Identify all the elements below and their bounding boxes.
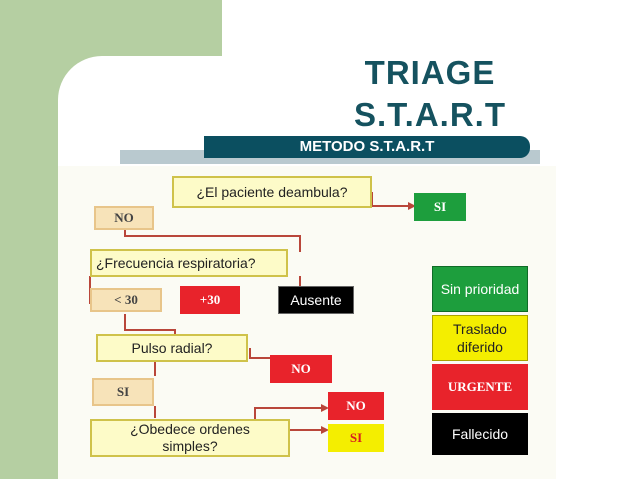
- question-resp-rate: ¿Frecuencia respiratoria?: [90, 249, 288, 277]
- legend-green: Sin prioridad: [432, 266, 528, 312]
- lt30-tag: < 30: [90, 288, 162, 312]
- si-pulse-tag: SI: [92, 378, 154, 406]
- no-pulse-tag: NO: [270, 355, 332, 383]
- absent-tag: Ausente: [278, 286, 354, 314]
- connector: [254, 407, 325, 424]
- legend-black: Fallecido: [432, 413, 528, 455]
- slide-title-line1: TRIAGE: [364, 54, 496, 91]
- method-label: METODO S.T.A.R.T: [299, 138, 435, 155]
- question-radial-pulse: Pulso radial?: [96, 334, 248, 362]
- connector: [371, 192, 412, 207]
- arrow-head: [321, 426, 329, 434]
- no-commands-tag: NO: [328, 392, 384, 420]
- legend-red: URGENTE: [432, 364, 528, 410]
- plus30-tag: +30: [180, 286, 240, 314]
- title-band: [204, 136, 530, 158]
- arrow-head: [321, 404, 329, 412]
- si-commands-tag: SI: [328, 424, 384, 452]
- question-obeys-commands: ¿Obedece ordenes simples?: [90, 419, 290, 457]
- si-ambulate-tag: SI: [414, 193, 466, 221]
- no-ambulate-tag: NO: [94, 206, 154, 230]
- legend-yellow: Traslado diferido: [432, 315, 528, 361]
- arrow-head: [408, 202, 416, 210]
- question-ambulate: ¿El paciente deambula?: [172, 176, 372, 208]
- slide-title-line2: S.T.A.R.T: [353, 96, 506, 133]
